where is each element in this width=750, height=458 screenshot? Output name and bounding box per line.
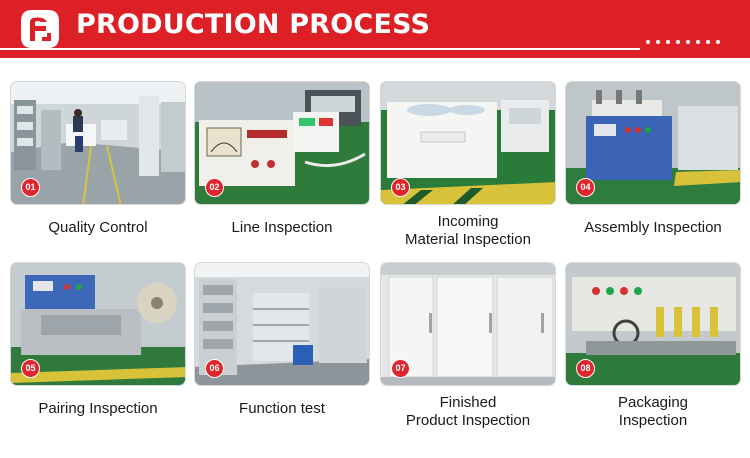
banner-stripe xyxy=(0,48,750,50)
quality-control-photo xyxy=(11,82,185,204)
banner-stripe-gap xyxy=(640,44,750,52)
step-number-badge: 03 xyxy=(391,178,410,197)
line-inspection-photo xyxy=(195,82,369,204)
company-logo-icon xyxy=(21,10,59,48)
function-test-photo xyxy=(195,263,369,385)
pairing-inspection-photo xyxy=(11,263,185,385)
page-title: PRODUCTION PROCESS xyxy=(76,9,431,40)
step-caption: Function test xyxy=(239,400,325,417)
step-number-badge: 07 xyxy=(391,359,410,378)
step-number-badge: 05 xyxy=(21,359,40,378)
step-card-assembly-inspection: 04 xyxy=(565,81,741,205)
step-number-badge: 01 xyxy=(21,178,40,197)
packaging-inspection-photo xyxy=(566,263,740,385)
step-card-pairing-inspection: 05 xyxy=(10,262,186,386)
step-number-badge: 04 xyxy=(576,178,595,197)
step-caption: Quality Control xyxy=(48,219,148,236)
step-card-incoming-material-inspection: 03 xyxy=(380,81,556,205)
finished-product-inspection-photo xyxy=(381,263,555,385)
step-caption: Packaging Inspection xyxy=(617,394,689,429)
assembly-inspection-photo xyxy=(566,82,740,204)
step-number-badge: 08 xyxy=(576,359,595,378)
step-number-badge: 02 xyxy=(205,178,224,197)
step-caption: Line Inspection xyxy=(231,219,333,236)
decorative-dots xyxy=(646,40,720,44)
step-card-line-inspection: 02 xyxy=(194,81,370,205)
step-caption: Incoming Material Inspection xyxy=(405,213,531,248)
step-caption: Finished Product Inspection xyxy=(405,394,531,429)
incoming-material-inspection-photo xyxy=(381,82,555,204)
step-card-function-test: 06 xyxy=(194,262,370,386)
step-card-finished-product-inspection: 07 xyxy=(380,262,556,386)
step-card-quality-control: 01 xyxy=(10,81,186,205)
step-number-badge: 06 xyxy=(205,359,224,378)
step-caption: Pairing Inspection xyxy=(38,400,158,417)
step-card-packaging-inspection: 08 xyxy=(565,262,741,386)
header-banner: PRODUCTION PROCESS xyxy=(0,0,750,58)
step-caption: Assembly Inspection xyxy=(584,219,722,236)
